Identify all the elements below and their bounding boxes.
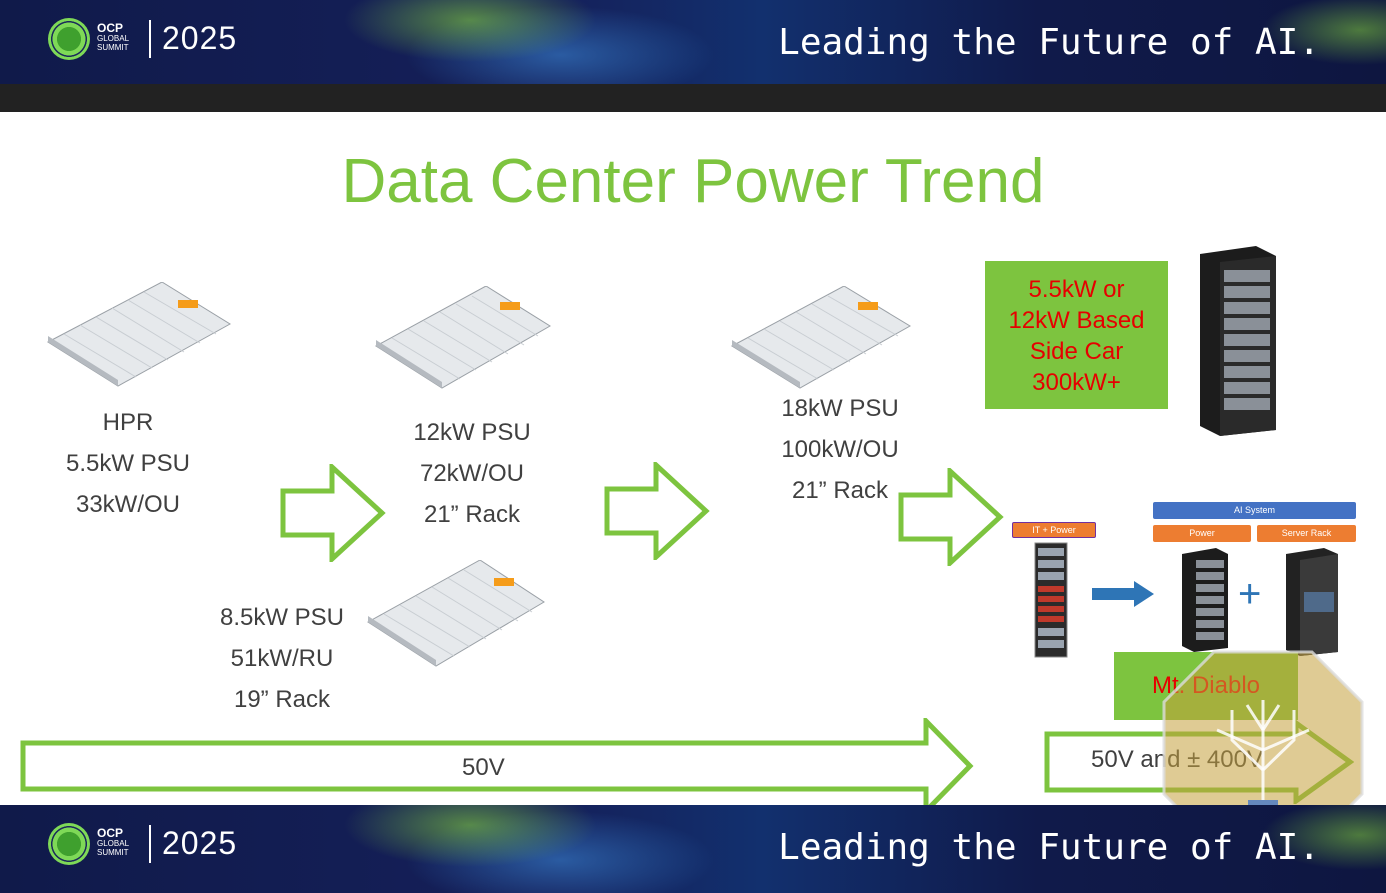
sidecar-box: 5.5kW or 12kW Based Side Car 300kW+	[985, 261, 1168, 409]
server-rack-image	[1200, 246, 1276, 436]
arrow-right-icon	[280, 464, 386, 562]
footer-year: 2025	[162, 825, 238, 861]
psu-image-8-5kw	[367, 560, 545, 667]
ocp-logo-icon	[48, 823, 90, 865]
server-cabinet-image	[1286, 548, 1338, 656]
power-rack-image	[1182, 548, 1228, 652]
header-strip	[0, 84, 1386, 112]
power-label: Power	[1153, 525, 1251, 542]
header-year: 2025	[162, 20, 238, 56]
logo-divider	[149, 825, 151, 863]
psu-image-18kw	[730, 286, 911, 389]
footer-banner: OCP GLOBAL SUMMIT 2025 Leading the Futur…	[0, 805, 1386, 893]
arrow-right-icon	[604, 462, 710, 560]
it-power-label: IT + Power	[1012, 522, 1096, 538]
slide-title: Data Center Power Trend	[341, 147, 1045, 216]
logo-divider	[149, 20, 151, 58]
blue-arrow-icon	[1092, 581, 1154, 607]
logo-text: OCP GLOBAL SUMMIT	[97, 826, 130, 857]
header-tagline: Leading the Future of AI.	[778, 22, 1320, 63]
header-banner: OCP GLOBAL SUMMIT 2025 Leading the Futur…	[0, 0, 1386, 88]
bar-50v-arrow	[20, 718, 974, 814]
it-power-rack-image	[1034, 542, 1068, 658]
ai-system-label: AI System	[1153, 502, 1356, 519]
ocp-logo-icon	[48, 18, 90, 60]
logo-text: OCP GLOBAL SUMMIT	[97, 21, 130, 52]
arrow-right-icon	[898, 468, 1004, 566]
server-rack-label: Server Rack	[1257, 525, 1356, 542]
bar-50v-label: 50V	[462, 754, 505, 781]
psu-image-12kw	[375, 286, 551, 389]
plus-icon: +	[1238, 572, 1262, 616]
psu-image-hpr	[46, 282, 231, 387]
footer-tagline: Leading the Future of AI.	[778, 827, 1320, 868]
